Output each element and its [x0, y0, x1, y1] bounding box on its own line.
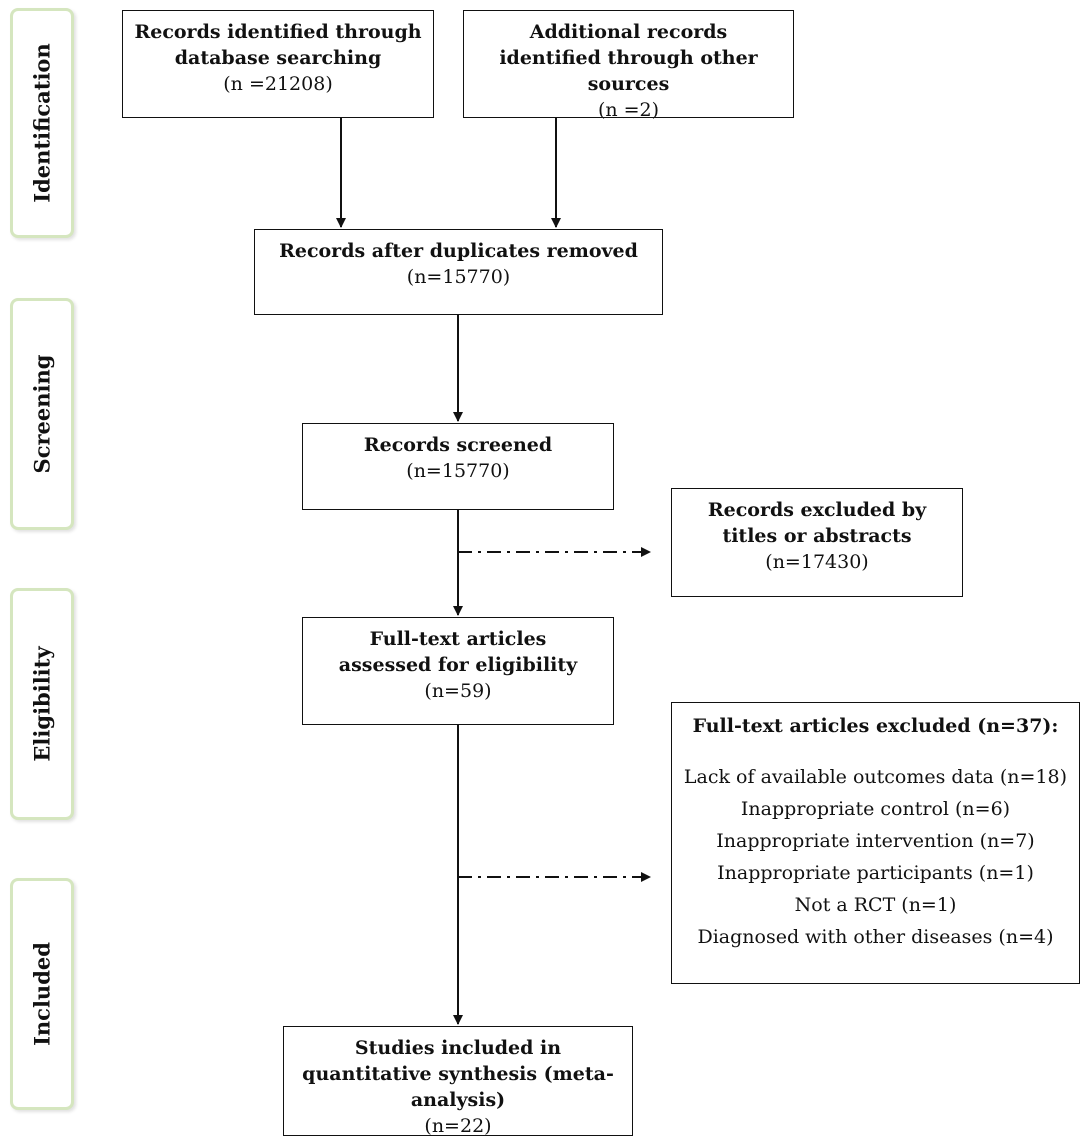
box-fulltext-assessed: Full-text articles assessed for eligibil…: [302, 617, 614, 725]
box-after-duplicates: Records after duplicates removed (n=1577…: [254, 229, 663, 315]
phase-identification: Identification: [10, 8, 74, 238]
box-other-sources: Additional records identified through ot…: [463, 10, 794, 121]
phase-eligibility: Eligibility: [10, 588, 74, 820]
box-excluded-titles-title: Records excluded by titles or abstracts: [707, 499, 927, 547]
box-after-duplicates-title: Records after duplicates removed: [279, 240, 638, 262]
box-excluded-titles: Records excluded by titles or abstracts …: [671, 488, 963, 597]
exclusion-reason: Inappropriate participants (n=1): [717, 862, 1034, 884]
exclusion-reason: Inappropriate intervention (n=7): [716, 830, 1035, 852]
exclusion-reason: Not a RCT (n=1): [794, 894, 957, 916]
box-database-search-count: (n =21208): [223, 73, 333, 95]
box-other-sources-count: (n =2): [597, 99, 660, 121]
box-screened: Records screened (n=15770): [302, 423, 614, 510]
box-included-studies-count: (n=22): [424, 1115, 492, 1137]
box-fulltext-assessed-count: (n=59): [424, 680, 492, 702]
box-screened-title: Records screened: [363, 434, 553, 456]
box-fulltext-excluded: Full-text articles excluded (n=37): Lack…: [671, 702, 1080, 984]
exclusion-reason: Diagnosed with other diseases (n=4): [697, 926, 1054, 948]
box-included-studies: Studies included in quantitative synthes…: [283, 1026, 633, 1137]
box-other-sources-title: Additional records identified through ot…: [499, 21, 758, 95]
phase-included: Included: [10, 878, 74, 1110]
box-screened-count: (n=15770): [406, 460, 510, 482]
exclusion-reason: Lack of available outcomes data (n=18): [683, 766, 1068, 788]
box-excluded-titles-count: (n=17430): [765, 551, 869, 573]
box-included-studies-title: Studies included in quantitative synthes…: [302, 1037, 614, 1111]
exclusion-reason: Inappropriate control (n=6): [740, 798, 1011, 820]
box-database-search: Records identified through database sear…: [122, 10, 434, 118]
box-fulltext-assessed-title: Full-text articles assessed for eligibil…: [338, 628, 578, 676]
box-database-search-title: Records identified through database sear…: [134, 21, 422, 69]
phase-screening: Screening: [10, 298, 74, 530]
box-fulltext-excluded-title: Full-text articles excluded (n=37):: [692, 715, 1059, 737]
box-after-duplicates-count: (n=15770): [406, 266, 511, 288]
